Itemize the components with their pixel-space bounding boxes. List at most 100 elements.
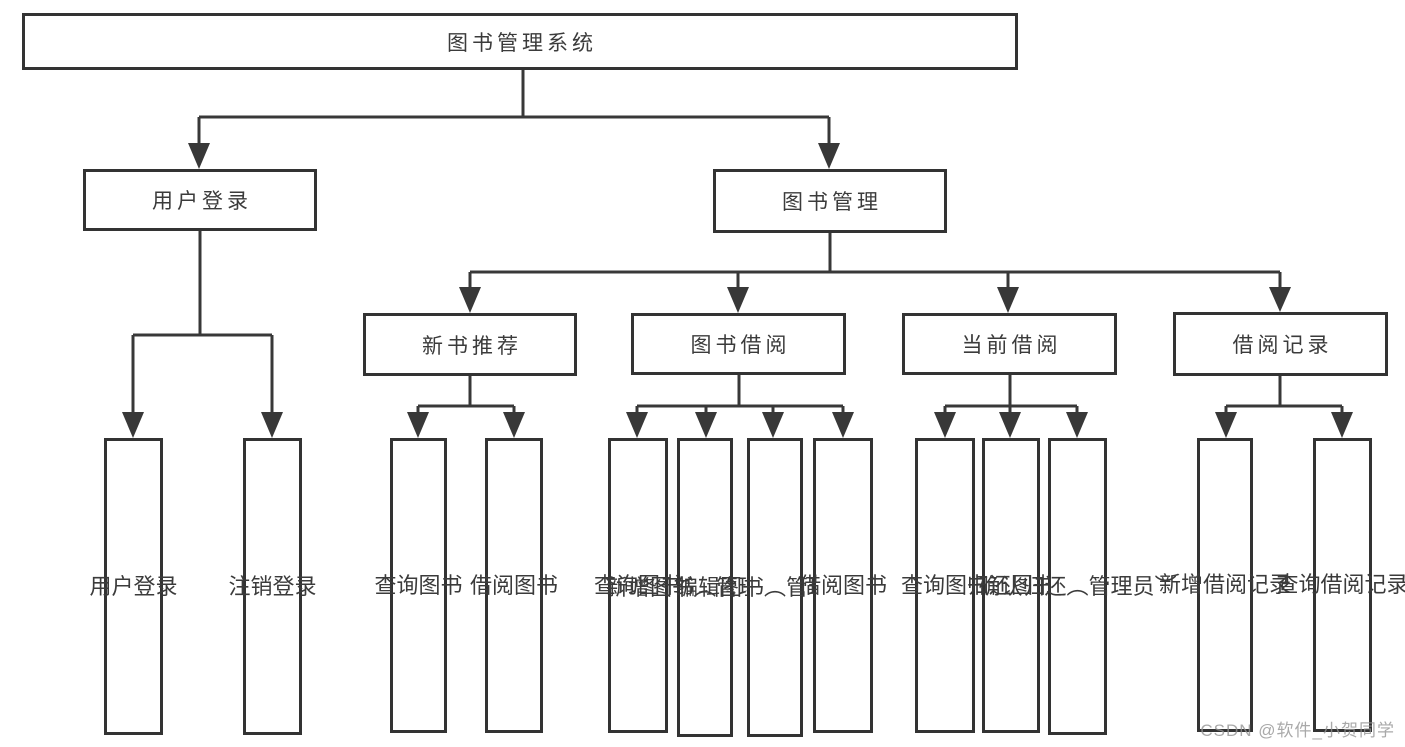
connector-root-to-level2 — [188, 70, 840, 169]
vertical-char: 书 — [660, 572, 683, 598]
vertical-char: 阅 — [1342, 572, 1365, 597]
arrowhead — [626, 412, 648, 438]
node-current-borrowing: 当前借阅 — [902, 313, 1117, 375]
vertical-char: 辑 — [697, 574, 720, 600]
vertical-char: ︵ — [694, 574, 717, 600]
arrowhead — [188, 143, 210, 169]
vertical-char: 记 — [1364, 572, 1387, 597]
vertical-char: 图 — [843, 572, 866, 598]
node-borrowing-records: 借阅记录 — [1173, 312, 1388, 376]
vertical-char: 借 — [798, 572, 821, 598]
arrowhead — [261, 412, 283, 438]
node-query-books: 查询图书 — [901, 438, 989, 733]
vertical-char: 归 — [1022, 573, 1045, 599]
arrowhead — [997, 287, 1019, 313]
arrowhead — [762, 412, 784, 438]
arrowhead — [1331, 412, 1353, 438]
vertical-char: 询 — [1298, 572, 1321, 597]
vertical-char: 登 — [272, 573, 295, 599]
node-add-borrow-record: 新增借阅记录 — [1159, 438, 1291, 732]
node-library-system: 图书管理系统 — [22, 13, 1018, 70]
vertical-char: 新 — [1158, 572, 1181, 597]
vertical-char: 查 — [593, 572, 616, 598]
arrowhead — [1066, 412, 1088, 438]
vertical-char: 询 — [615, 572, 638, 598]
vertical-char: 录 — [155, 573, 178, 599]
vertical-char: 理 — [1110, 573, 1133, 599]
vertical-char: 记 — [1247, 572, 1270, 597]
arrowhead — [407, 412, 429, 438]
vertical-char: 书 — [741, 574, 764, 600]
vertical-char: 查 — [900, 572, 923, 598]
vertical-char: 书 — [671, 574, 694, 600]
vertical-char: 录 — [294, 573, 317, 599]
arrowhead — [999, 412, 1021, 438]
vertical-char: 户 — [111, 573, 134, 599]
vertical-char: 图 — [1011, 572, 1034, 598]
vertical-char: 阅 — [820, 572, 843, 598]
arrowhead — [727, 287, 749, 313]
vertical-char: 还 — [988, 572, 1011, 598]
arrowhead — [459, 287, 481, 313]
vertical-char: 书 — [865, 572, 888, 598]
vertical-char: 书 — [536, 572, 559, 598]
vertical-char: 图 — [719, 574, 742, 600]
vertical-char: 阅 — [1225, 572, 1248, 597]
connector-line — [635, 375, 845, 415]
vertical-char: 还 — [1044, 573, 1067, 599]
vertical-char: ︵ — [1066, 573, 1089, 599]
vertical-char: 增 — [1180, 572, 1203, 597]
node-new-book-recommend: 新书推荐 — [363, 313, 577, 376]
vertical-char: 查 — [1276, 572, 1299, 597]
vertical-char: 图 — [514, 572, 537, 598]
vertical-char: 确 — [978, 573, 1001, 599]
vertical-char: 询 — [396, 572, 419, 598]
vertical-char: 管 — [1088, 573, 1111, 599]
vertical-char: ︶ — [1154, 573, 1177, 599]
vertical-char: 管 — [786, 574, 809, 600]
node-query-books: 查询图书 — [374, 438, 463, 733]
vertical-char: 图 — [638, 572, 661, 598]
vertical-char: 图 — [649, 574, 672, 600]
connector-book-mgmt-to-level3 — [459, 233, 1291, 313]
connector-line — [943, 375, 1079, 415]
vertical-char: 书 — [440, 572, 463, 598]
arrowhead — [122, 412, 144, 438]
arrowhead — [1215, 412, 1237, 438]
connector-current-borrow-to-children — [934, 375, 1088, 438]
connector-line — [1224, 376, 1344, 415]
csdn-watermark: CSDN @软件_小贺同学 — [1200, 721, 1395, 740]
node-logout: 注销登录 — [228, 438, 317, 735]
node-query-borrow-record: 查询借阅记录 — [1276, 438, 1405, 732]
vertical-char: 图 — [418, 572, 441, 598]
vertical-char: 借 — [1202, 572, 1225, 597]
arrowhead — [695, 412, 717, 438]
node-user-login: 用户登录 — [83, 169, 317, 231]
vertical-char: 认 — [1000, 573, 1023, 599]
vertical-char: 登 — [133, 573, 156, 599]
vertical-char: 询 — [922, 572, 945, 598]
vertical-char: 增 — [627, 574, 650, 600]
vertical-char: 查 — [374, 572, 397, 598]
vertical-char: ︵ — [764, 574, 787, 600]
vertical-char: 图 — [945, 572, 968, 598]
node-query-books: 查询图书 — [594, 438, 682, 733]
node-borrow-books: 借阅图书 — [799, 438, 887, 733]
node-confirm-return-admin: 确认归还︵管理员︶ — [978, 438, 1177, 735]
connector-line — [468, 233, 1282, 290]
vertical-char: 归 — [966, 572, 989, 598]
vertical-char: 录 — [1386, 572, 1405, 597]
vertical-char: 阅 — [491, 572, 514, 598]
arrowhead — [503, 412, 525, 438]
node-borrow-books: 借阅图书 — [470, 438, 558, 733]
vertical-char: 借 — [1320, 572, 1343, 597]
vertical-char: 借 — [469, 572, 492, 598]
connector-line — [416, 376, 516, 415]
node-book-borrowing: 图书借阅 — [631, 313, 846, 375]
arrowhead — [818, 143, 840, 169]
vertical-char: 录 — [1269, 572, 1292, 597]
node-return-books: 归还图书 — [967, 438, 1055, 733]
